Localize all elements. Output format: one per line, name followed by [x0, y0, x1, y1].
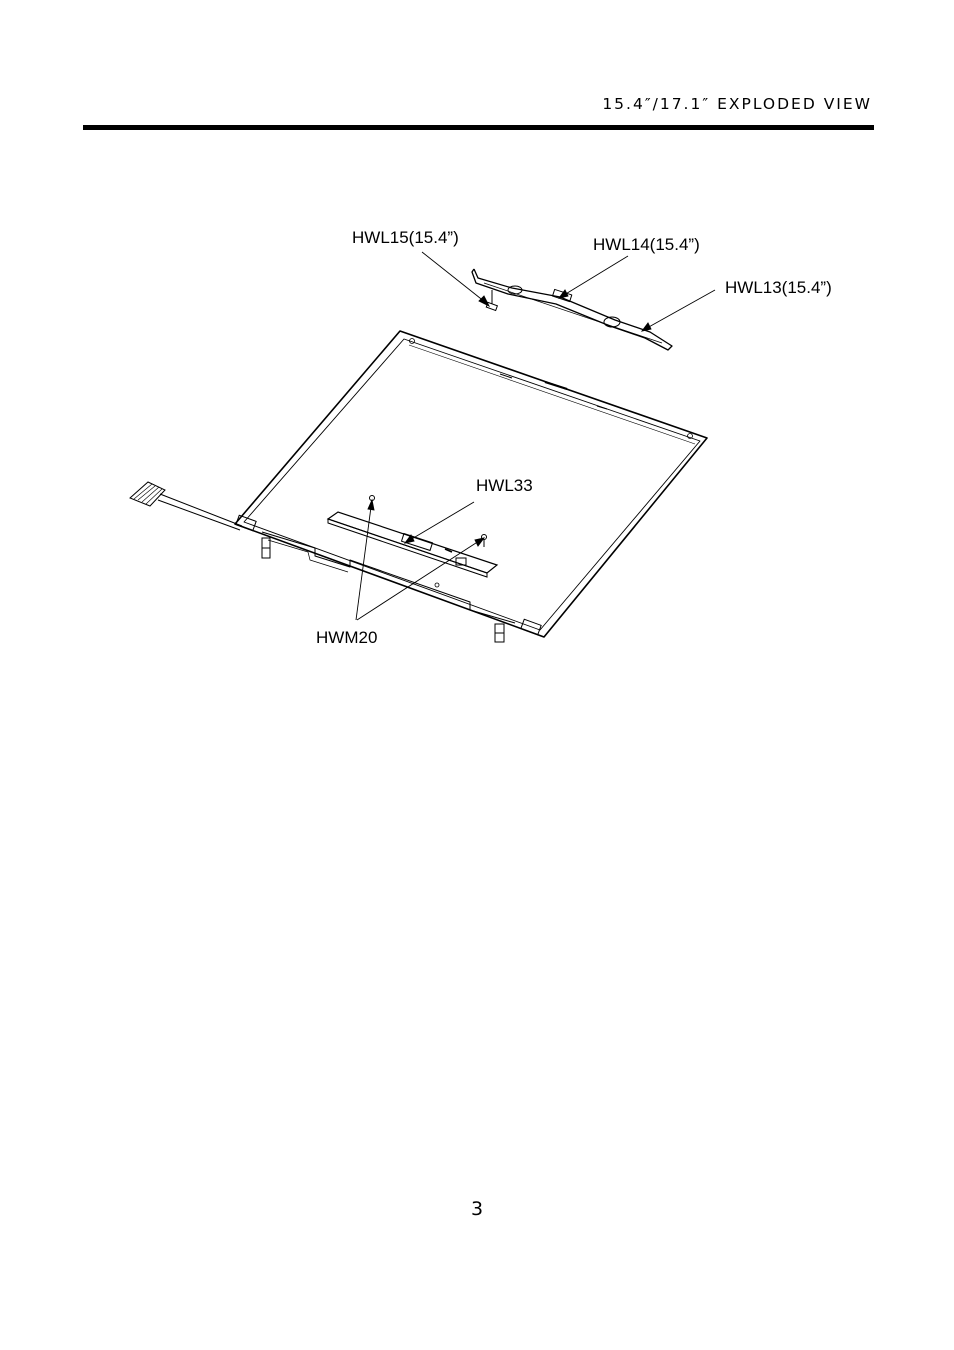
callout-hwl33: HWL33: [476, 476, 533, 495]
leader-lines: [355, 251, 716, 621]
exploded-view-diagram: HWL15(15.4”) HWL14(15.4”) HWL13(15.4”) H…: [129, 228, 832, 647]
hwl15-lamp-connector: [485, 290, 499, 312]
lcd-panel: [234, 330, 708, 638]
callout-hwl14: HWL14(15.4”): [593, 235, 700, 254]
lcd-cable: [129, 481, 243, 531]
page-header-title: 15.4″/17.1″ EXPLODED VIEW: [602, 95, 872, 113]
header-rule: [83, 125, 874, 130]
left-hinge: [235, 514, 271, 559]
callout-hwl15: HWL15(15.4”): [352, 228, 459, 247]
hwl33-inverter-board: [326, 511, 499, 578]
right-hinge: [494, 618, 542, 643]
page-number: 3: [470, 1198, 484, 1220]
callout-hwl13: HWL13(15.4”): [725, 278, 832, 297]
callout-hwm20: HWM20: [316, 628, 377, 647]
hwl13-hwl14-bracket: [471, 268, 673, 351]
